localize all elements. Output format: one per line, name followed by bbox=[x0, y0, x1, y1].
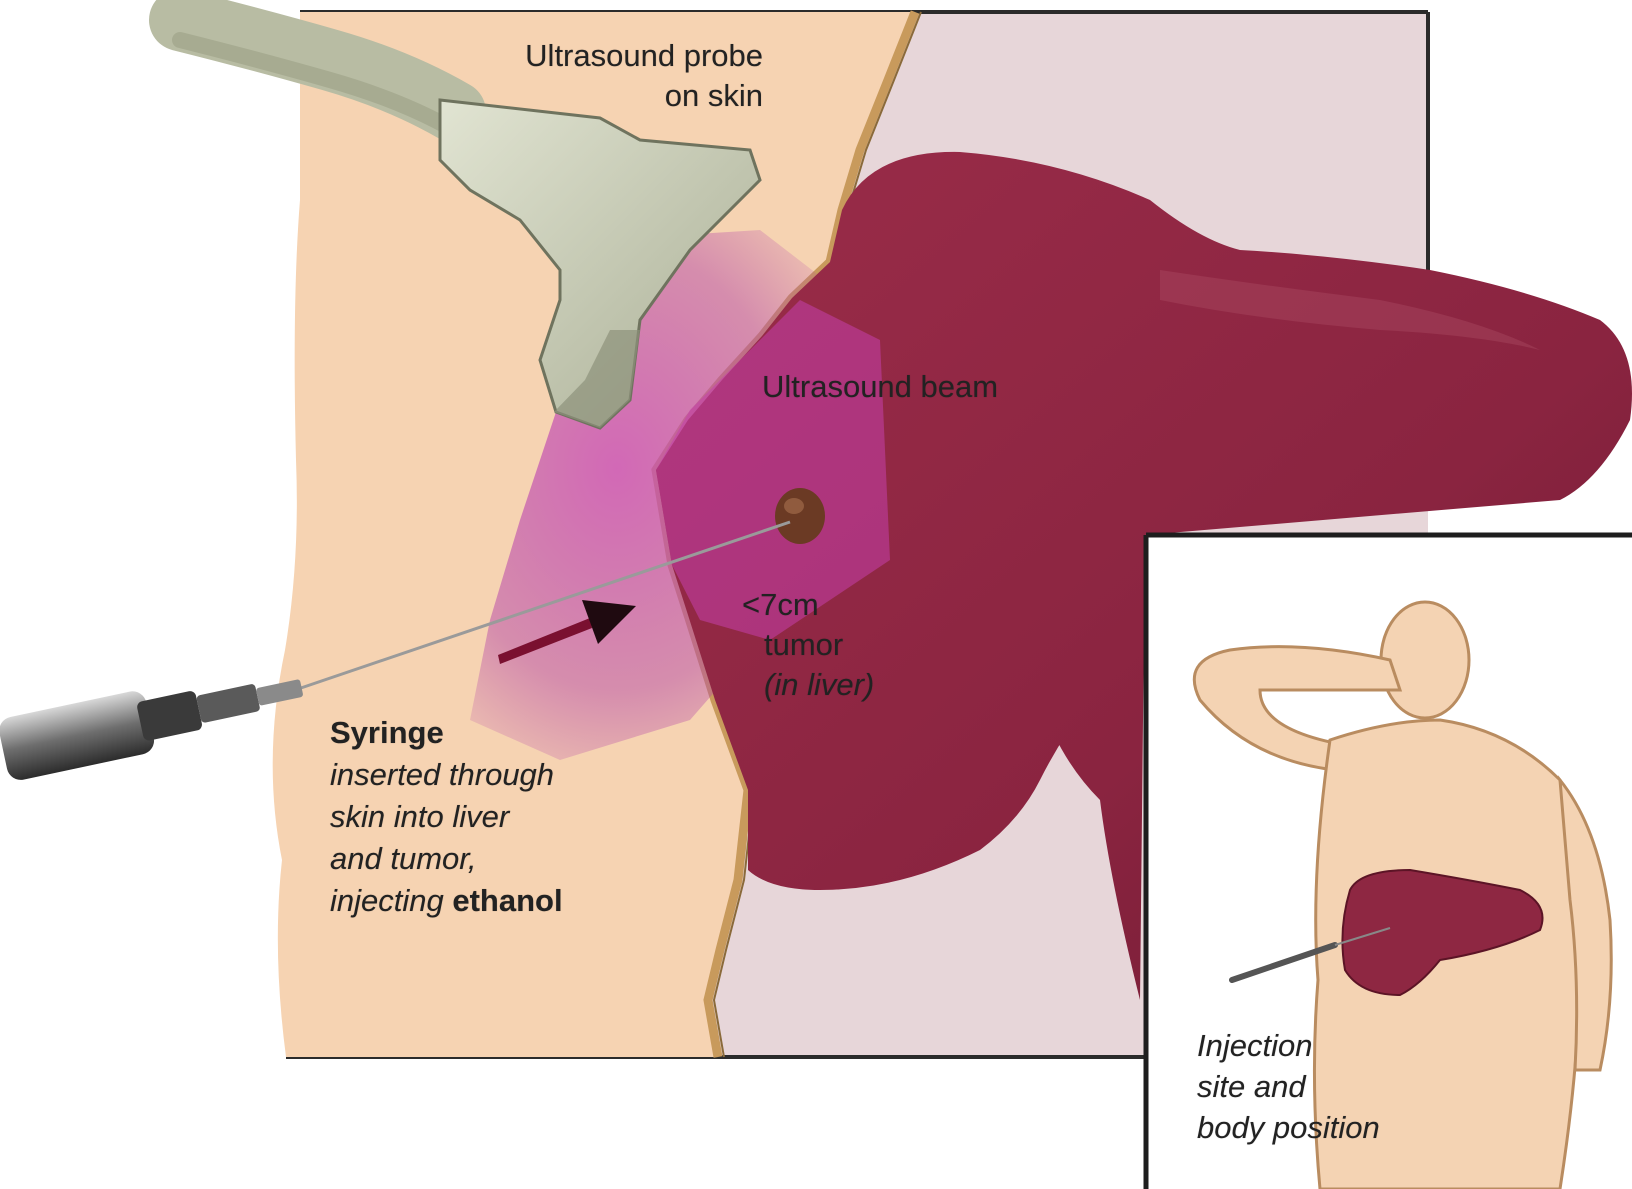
probe-label-line2: on skin bbox=[478, 76, 763, 116]
tumor-label: <7cm tumor (in liver) bbox=[742, 585, 874, 705]
head bbox=[1381, 602, 1469, 718]
syringe-label-title: Syringe bbox=[330, 712, 563, 754]
syringe-label-line4-bold: ethanol bbox=[452, 883, 562, 918]
inset-label: Injection site and body position bbox=[1197, 1025, 1380, 1148]
syringe-label-line4-prefix: injecting bbox=[330, 883, 452, 918]
syringe-label-line2: skin into liver bbox=[330, 796, 563, 838]
syringe-label: Syringe inserted through skin into liver… bbox=[330, 712, 563, 922]
syringe-label-line1: inserted through bbox=[330, 754, 563, 796]
syringe bbox=[0, 656, 308, 782]
syringe-label-line4: injecting ethanol bbox=[330, 880, 563, 922]
tumor-label-line1: <7cm bbox=[742, 585, 874, 625]
tumor-label-line3: (in liver) bbox=[742, 665, 874, 705]
syringe-label-line3: and tumor, bbox=[330, 838, 563, 880]
inset-label-line2: site and bbox=[1197, 1066, 1380, 1107]
inset-label-line3: body position bbox=[1197, 1107, 1380, 1148]
inset-label-line1: Injection bbox=[1197, 1025, 1380, 1066]
probe-label-line1: Ultrasound probe bbox=[478, 36, 763, 76]
tumor-label-line2: tumor bbox=[742, 625, 874, 665]
probe-label: Ultrasound probe on skin bbox=[478, 36, 763, 116]
tumor-highlight bbox=[784, 498, 804, 514]
tumor bbox=[775, 488, 825, 544]
beam-label: Ultrasound beam bbox=[762, 366, 998, 408]
